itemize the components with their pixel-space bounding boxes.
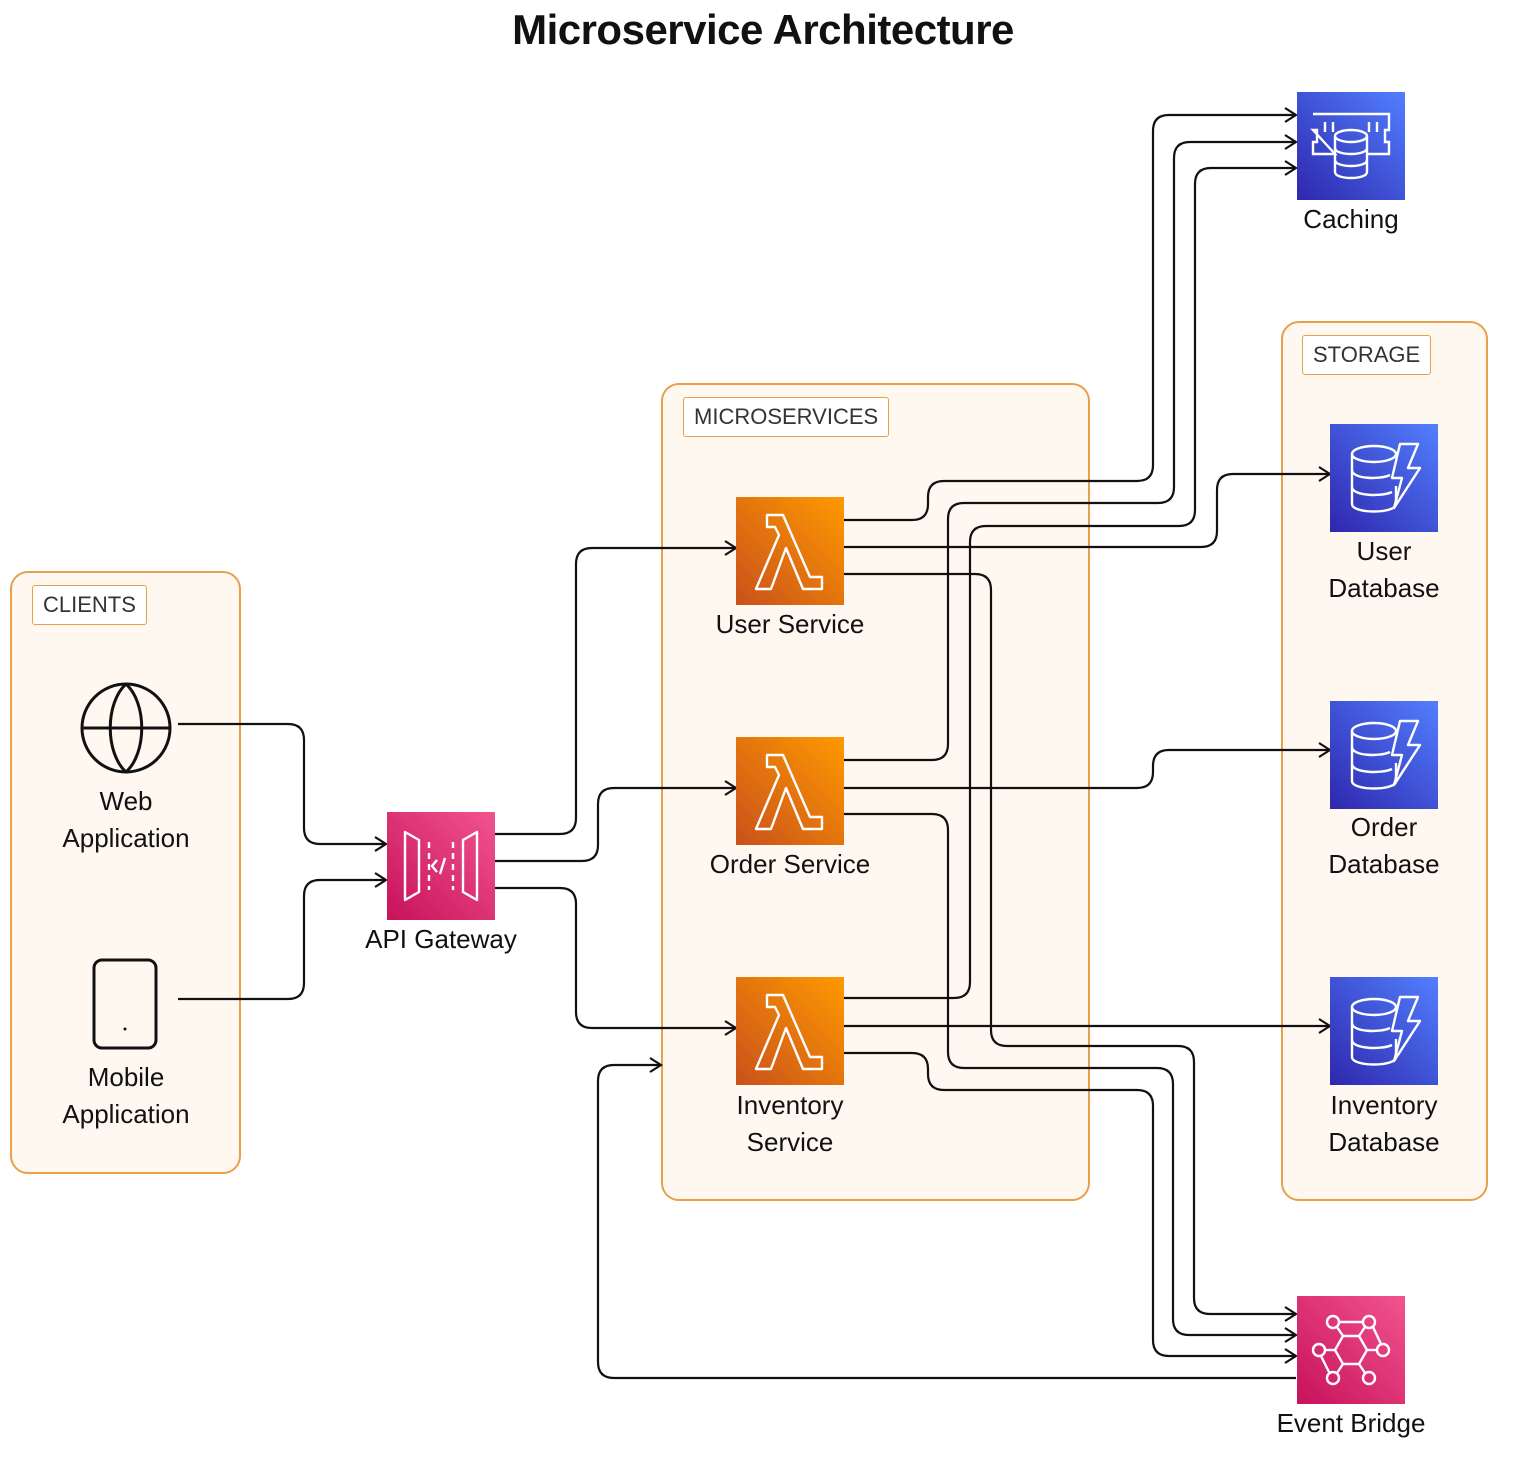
globe-icon (79, 681, 173, 775)
edge-gateway-to-inventory (494, 886, 736, 1028)
edge-user-to-userdb (843, 474, 1330, 549)
api-gateway-icon (387, 812, 495, 920)
web-application-label: Web Application (62, 786, 190, 853)
microservices-group-label: MICROSERVICES (683, 397, 890, 437)
storage-group-label: STORAGE (1302, 335, 1432, 375)
mobile-application-label: Mobile Application (62, 1062, 190, 1129)
edge-eventbridge-to-microservices (596, 1065, 1296, 1380)
order-service-label: Order Service (709, 849, 871, 879)
dynamodb-icon (1330, 977, 1438, 1085)
lambda-icon (736, 497, 844, 605)
clients-group-label: CLIENTS (32, 585, 147, 625)
user-service-label: User Service (715, 609, 865, 639)
edge-user-to-caching (843, 115, 1296, 522)
edge-gateway-to-user (494, 548, 736, 836)
event-bridge-label: Event Bridge (1276, 1408, 1426, 1438)
edge-order-to-eventbridge (843, 812, 1296, 1335)
inventory-database-label: Inventory Database (1328, 1090, 1440, 1157)
api-gateway-label: API Gateway (365, 924, 517, 954)
edge-inventory-to-eventbridge (843, 1051, 1296, 1356)
caching-label: Caching (1303, 204, 1399, 234)
lambda-icon (736, 737, 844, 845)
lambda-icon (736, 977, 844, 1085)
dynamodb-icon (1330, 424, 1438, 532)
edge-mobile-to-gateway (178, 880, 386, 1001)
user-database-label: User Database (1328, 536, 1440, 603)
edge-web-to-gateway (178, 722, 386, 844)
mobile-device-icon (92, 958, 158, 1050)
edge-user-to-eventbridge (843, 572, 1296, 1314)
eventbridge-icon (1297, 1296, 1405, 1404)
inventory-service-label: Inventory Service (736, 1090, 844, 1157)
clients-group (10, 571, 241, 1174)
edge-inventory-to-caching (843, 168, 1296, 1000)
order-database-label: Order Database (1328, 812, 1440, 879)
edge-order-to-caching (843, 142, 1296, 762)
edge-order-to-orderdb (843, 750, 1330, 790)
edge-gateway-to-order (494, 788, 736, 863)
diagram-title: Microservice Architecture (512, 6, 1014, 53)
dynamodb-icon (1330, 701, 1438, 809)
elasticache-icon (1297, 92, 1405, 200)
